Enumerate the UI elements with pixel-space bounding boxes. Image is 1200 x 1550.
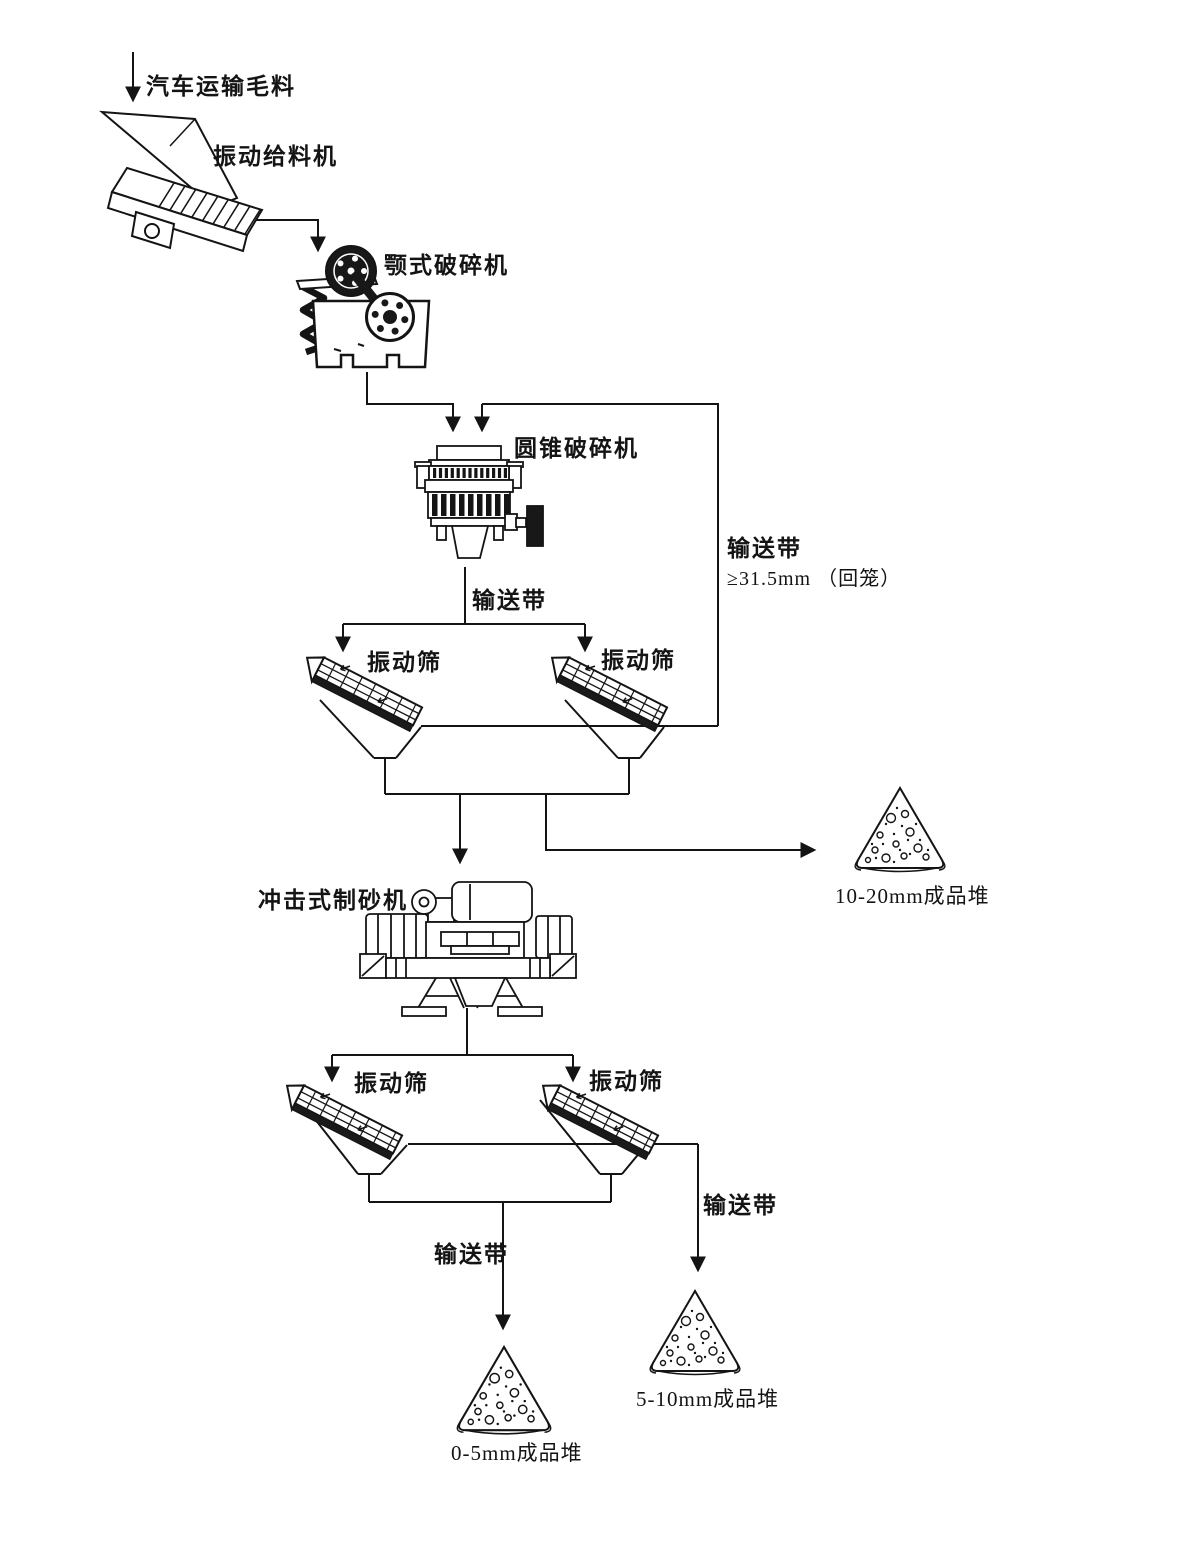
- label-cone-crusher: 圆锥破碎机: [514, 436, 639, 461]
- jaw-crusher-illustration: [295, 245, 431, 369]
- label-conveyor-return: 输送带: [727, 536, 802, 561]
- label-pile-0-5mm: 0-5mm成品堆: [451, 1441, 583, 1465]
- label-raw-material: 汽车运输毛料: [146, 74, 296, 99]
- impact-sand-maker-illustration: [359, 881, 577, 1017]
- label-conveyor-0-5: 输送带: [434, 1242, 509, 1267]
- vibrating-feeder-illustration: [99, 110, 264, 253]
- label-impact-sand-maker: 冲击式制砂机: [258, 888, 408, 913]
- label-jaw-crusher: 颚式破碎机: [384, 253, 509, 278]
- label-screen-1-right: 振动筛: [601, 648, 676, 673]
- label-conveyor-5-10: 输送带: [703, 1193, 778, 1218]
- label-screen-2-right: 振动筛: [589, 1069, 664, 1094]
- stockpile-5-10mm: [649, 1290, 741, 1376]
- label-return-spec: ≥31.5mm （回笼）: [727, 568, 902, 590]
- label-conveyor-cone-out: 输送带: [472, 588, 547, 613]
- stockpile-10-20mm: [854, 787, 946, 873]
- label-pile-5-10mm: 5-10mm成品堆: [636, 1387, 780, 1411]
- label-screen-2-left: 振动筛: [354, 1071, 429, 1096]
- label-vibrating-feeder: 振动给料机: [213, 144, 338, 169]
- stockpile-0-5mm: [456, 1345, 552, 1435]
- label-pile-10-20mm: 10-20mm成品堆: [835, 884, 990, 908]
- cone-crusher-illustration: [414, 445, 544, 559]
- flow-connectors: [125, 52, 817, 1331]
- label-screen-1-left: 振动筛: [367, 650, 442, 675]
